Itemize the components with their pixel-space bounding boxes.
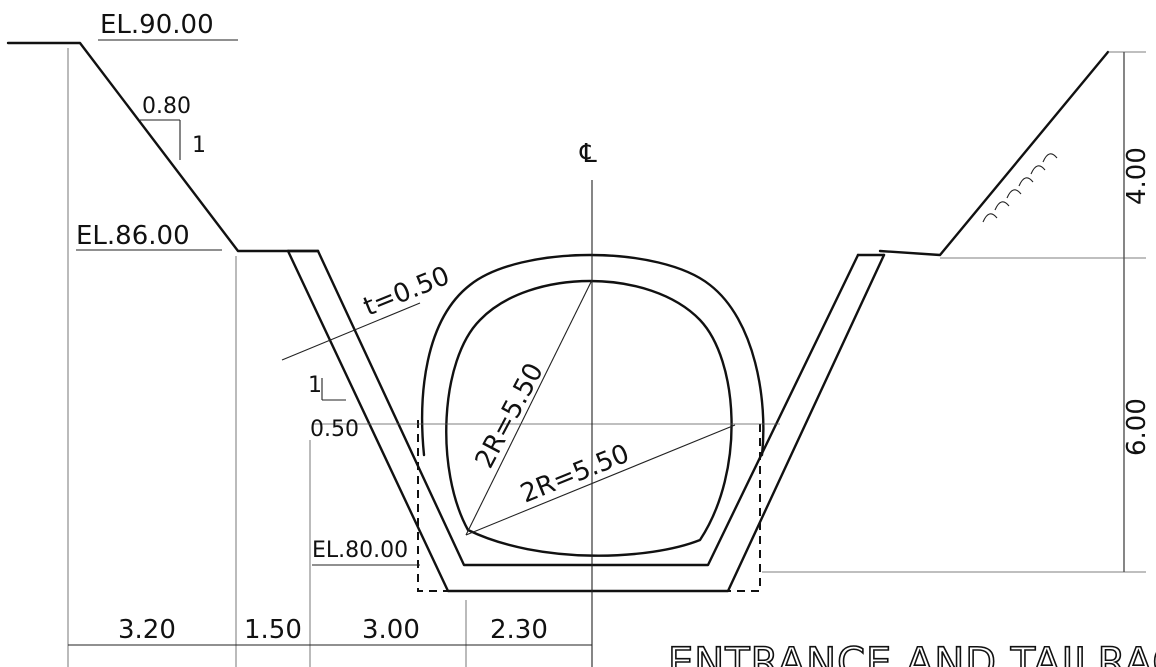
drawing-caption: ENTRANCE AND TAILRACE (668, 640, 1156, 667)
elevation-invert: EL.80.00 (312, 538, 408, 563)
vegetation-symbol (982, 153, 1058, 223)
thickness-leader (281, 302, 421, 361)
dim-bottom-2: 1.50 (244, 615, 302, 645)
dim-right-1: 4.00 (1122, 147, 1152, 205)
dim-right-2: 6.00 (1122, 398, 1152, 456)
slope-upper-horizontal: 0.80 (142, 94, 191, 119)
centerline-symbol: ℄ (579, 139, 597, 169)
dim-bottom-3: 3.00 (362, 615, 420, 645)
ground-profile-left (6, 41, 320, 253)
ground-profile-right (878, 50, 1110, 257)
slope-lower-vertical: 1 (308, 373, 322, 398)
radius-line-vertical (465, 279, 593, 536)
slope-upper-vertical: 1 (192, 133, 206, 158)
tunnel-outer-arch (420, 253, 765, 457)
radius-line-horizontal (465, 424, 736, 536)
elevation-bench: EL.86.00 (76, 221, 190, 251)
dim-bottom-1: 3.20 (118, 615, 176, 645)
slope-lower-horizontal: 0.50 (310, 417, 359, 442)
tunnel-inner-arch (445, 279, 733, 557)
elevation-top: EL.90.00 (100, 10, 214, 40)
dim-bottom-4: 2.30 (490, 615, 548, 645)
dashed-outline (417, 420, 761, 592)
radius-vertical-label: 2R=5.50 (470, 358, 550, 473)
thickness-label: t=0.50 (359, 261, 454, 322)
channel-inner-lining (316, 249, 860, 567)
